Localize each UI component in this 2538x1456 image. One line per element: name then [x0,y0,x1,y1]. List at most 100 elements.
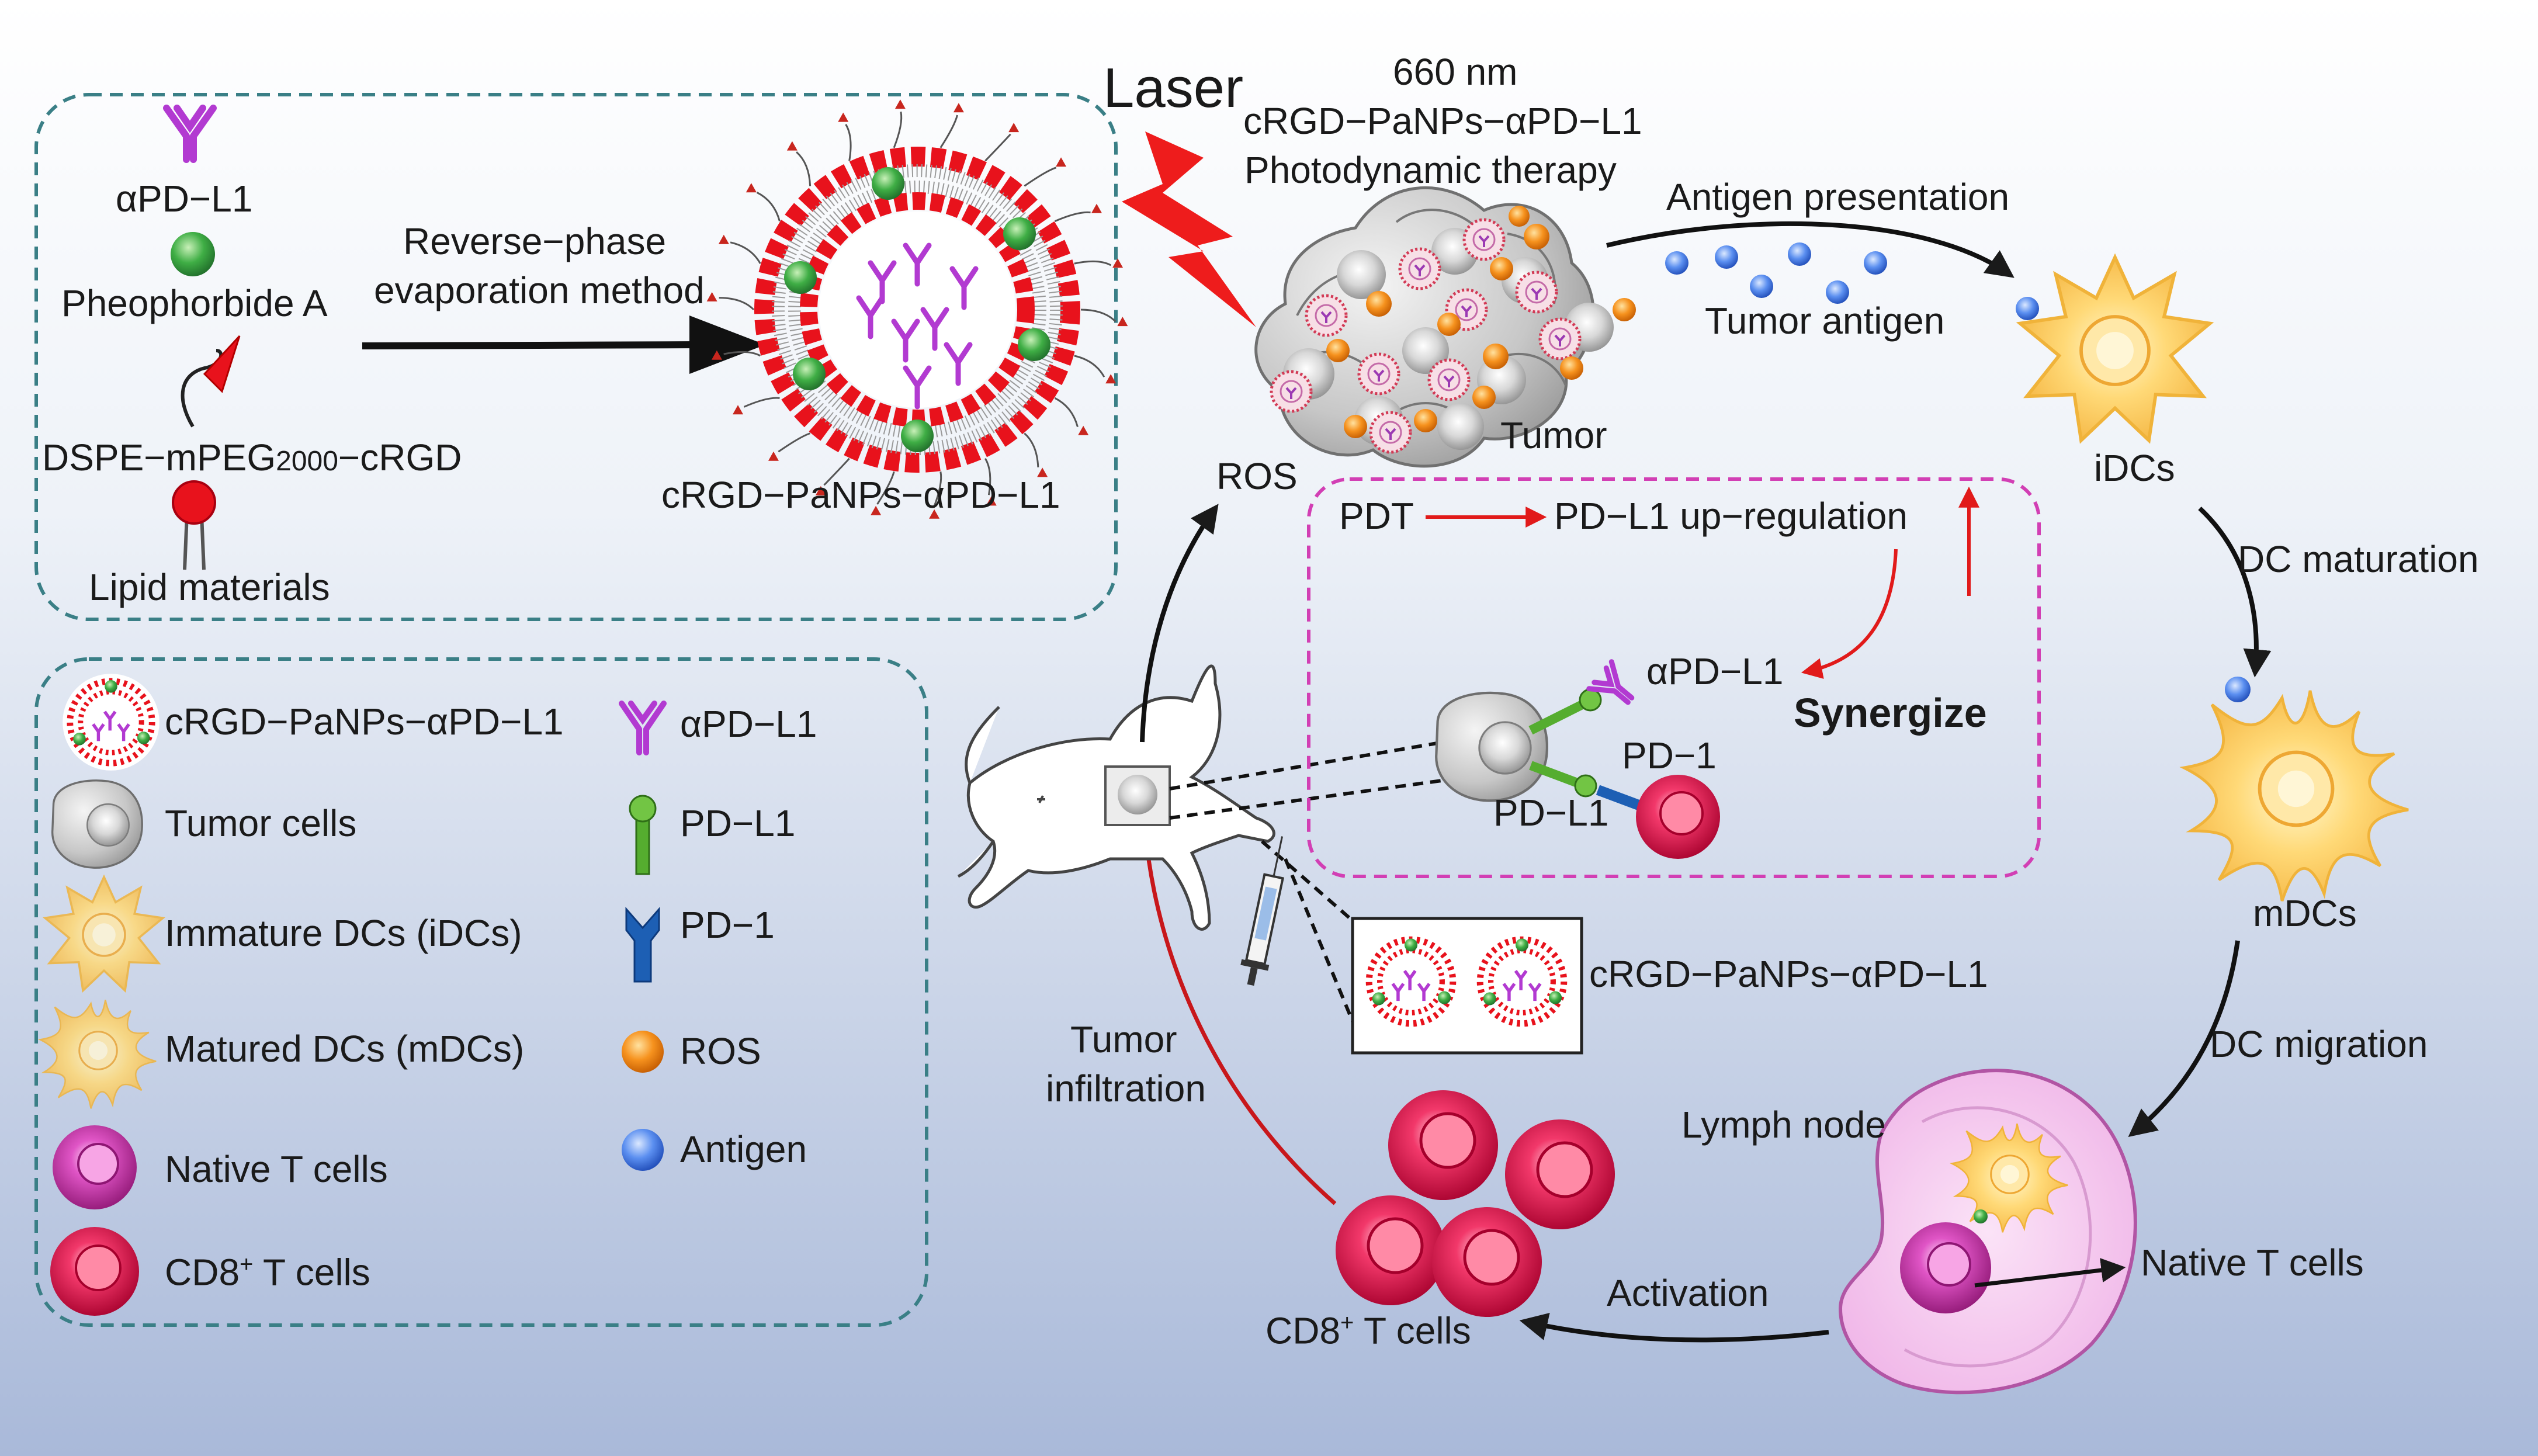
peg-chain [1024,167,1057,187]
crgd-ligand [768,451,779,461]
activation-label: Activation [1607,1272,1769,1314]
nanoparticle-label: cRGD−PaNPs−αPD−L1 [661,474,1060,516]
legend-antigen-label: Antigen [680,1128,807,1170]
native-t-label: Native T cells [2141,1242,2364,1284]
infiltration-line2-label: infiltration [1046,1067,1206,1110]
crgd-ligand [1112,258,1124,268]
legend-cd8-t-cell-icon [50,1227,139,1316]
legend-nanoparticle-label: cRGD−PaNPs−αPD−L1 [165,701,564,743]
dspe-mpeg-crgd-icon [181,335,241,428]
legend-pd-1-icon [625,907,660,983]
lipid-icon [172,480,216,570]
pheophorbide-icon [171,232,215,276]
crgd-ligand [986,496,997,506]
synthesis-panel [34,93,1118,621]
synergy-tumor-cell [1436,693,1547,801]
antigen-presentation-label: Antigen presentation [1666,176,2010,218]
injection-label: cRGD−PaNPs−αPD−L1 [1589,953,1988,995]
antigen-presentation-arrow [1606,221,2015,278]
peg-chain [730,241,761,264]
tumor-label: Tumor [1500,414,1607,456]
crgd-ligand [1091,203,1102,213]
legend-ros-label: ROS [680,1030,761,1072]
peg-chain [1074,355,1105,377]
peg-chain [719,297,755,311]
tumor-ros-particles [1326,206,1636,438]
dc-migration-arrow [2128,940,2240,1137]
injected-nanoparticle-2 [1472,932,1571,1031]
mouse-to-ros-arrow [1140,504,1219,743]
legend-pd-1-label: PD−1 [680,904,775,946]
crgd-ligand [1078,425,1089,435]
synergy-pd-l1-lower [1529,761,1597,798]
peg-chain [984,133,1011,162]
therapy-label: Photodynamic therapy [1244,149,1617,191]
crgd-ligand [1037,467,1048,477]
synthesis-arrow [362,316,765,374]
peg-chain [743,397,780,408]
legend-idc-label: Immature DCs (iDCs) [165,912,522,954]
injected-nanoparticle-1 [1361,932,1460,1031]
peg-chain [876,471,895,505]
synergy-t-cell [1636,775,1720,859]
peg-chain [723,351,761,357]
synergy-antibody [1586,659,1635,705]
synergy-pd-l1-upper [1528,688,1602,735]
peg-chain [756,192,781,222]
synergy-pd-1 [1596,785,1644,812]
lipid-label: Lipid materials [89,566,330,608]
legend-pd-l1-label: PD−L1 [680,802,796,844]
activation-arrow [1519,1312,1829,1343]
nanoparticle-spikes [706,99,1128,519]
synergize-label: Synergize [1794,690,1987,736]
peg-chain [932,471,942,508]
crgd-ligand [953,103,964,113]
laser-label: Laser [1103,57,1244,119]
nanoparticle-large [754,147,1080,473]
crgd-ligand [711,350,722,360]
legend-cd8-label: CD8+ T cells [165,1251,370,1294]
laser-bolt-icon [1122,131,1256,327]
legend-tumor-cell-icon [51,779,143,869]
legend-native-t-cell-icon [53,1125,137,1209]
synergy-panel [1307,477,2041,878]
crgd-ligand [1117,317,1128,327]
apd-l1-label: αPD−L1 [116,178,253,220]
legend-antigen-icon [622,1129,664,1171]
tumor-infiltration-arrow [1135,824,1337,1205]
ros-label: ROS [1216,455,1298,497]
crgd-ligand [706,292,717,301]
lymph-node [1838,1069,2137,1395]
peg-chain [823,457,850,486]
synergy-pd1-label: PD−1 [1622,734,1717,776]
crgd-ligand [815,486,826,495]
peg-chain [893,111,903,148]
synergy-apd-l1-label: αPD−L1 [1646,650,1784,692]
crgd-ligand [746,183,757,193]
dspe-label: DSPE−mPEG2000−cRGD [42,436,462,479]
crgd-ligand [786,141,798,151]
method-line2-label: evaporation method [374,269,705,311]
dc-migration-label: DC migration [2210,1023,2428,1065]
peg-chain [939,115,958,148]
dc-maturation-arrow [2198,507,2272,678]
mdcs-label: mDCs [2253,892,2357,934]
legend-pd-l1-icon [629,795,657,875]
crgd-ligand [733,405,744,415]
crgd-ligand [894,99,906,109]
pheophorbide-label: Pheophorbide A [61,282,328,324]
infiltration-line1-label: Tumor [1070,1018,1177,1060]
crgd-ligand [718,234,729,244]
peg-chain [1054,397,1079,428]
crgd-ligand [871,505,882,515]
peg-chain [1024,432,1039,467]
cd8-label: CD8+ T cells [1265,1309,1471,1352]
wavelength-label: 660 nm [1393,51,1518,93]
synergy-pdl1-label: PD−L1 [1493,792,1609,834]
lymph-node-label: Lymph node [1681,1104,1886,1146]
peg-chain [796,151,812,186]
peg-chain [1074,260,1112,266]
antibody-icon [163,105,217,163]
peg-chain [1080,308,1117,323]
